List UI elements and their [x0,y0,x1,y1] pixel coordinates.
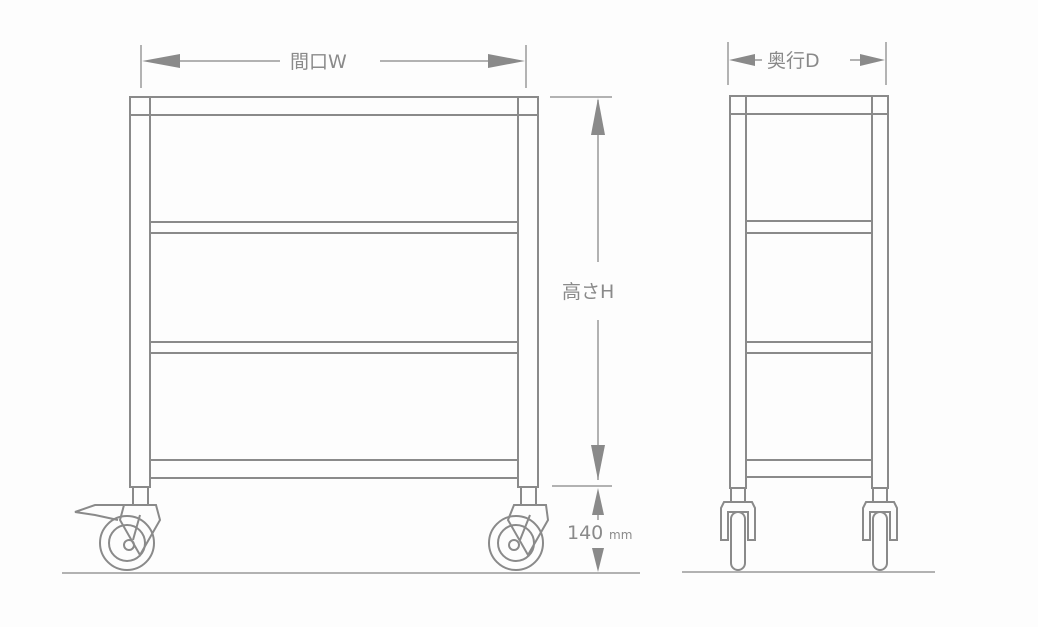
caster-side-left-icon [720,487,756,571]
arrow-down-icon [591,445,605,480]
depth-label: 奥行D [767,50,820,72]
arrow-up-icon [592,488,604,515]
arrow-up-icon [591,98,605,135]
arrow-right-icon [488,54,525,68]
height-dimension: 高さH 140 mm [550,96,632,572]
front-view: 間口W [62,45,640,574]
caster-left-icon [74,486,162,571]
width-label: 間口W [290,51,347,73]
height-label: 高さH [562,281,614,303]
caster-side-right-icon [862,487,898,571]
side-view: 奥行D [682,42,935,573]
caster-height-unit: mm [609,528,632,542]
arrow-left-icon [142,54,180,68]
caster-right-icon [488,486,550,571]
caster-height-value: 140 [567,522,603,544]
arrow-down-icon [592,548,604,572]
arrow-right-icon [860,54,885,66]
arrow-left-icon [729,54,755,66]
